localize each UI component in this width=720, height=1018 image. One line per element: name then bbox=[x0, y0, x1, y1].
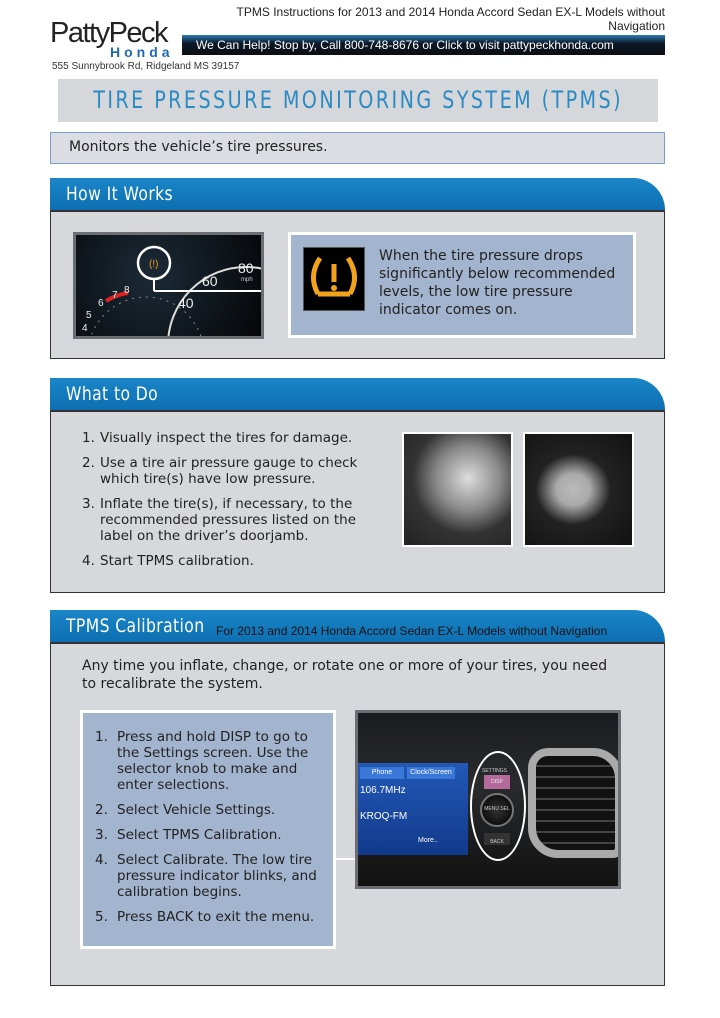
section-header-calibration: TPMS Calibration For 2013 and 2014 Honda … bbox=[50, 610, 665, 642]
step-item: 4. Select Calibrate. The low tire pressur… bbox=[95, 852, 323, 900]
section-subtitle: For 2013 and 2014 Honda Accord Sedan EX-… bbox=[216, 624, 608, 638]
step-number: 2. bbox=[82, 455, 95, 471]
screen-station: KROQ-FM bbox=[360, 811, 408, 822]
step-text: Select TPMS Calibration. bbox=[117, 827, 282, 843]
gauge-label: 80 bbox=[238, 260, 254, 276]
step-number: 3. bbox=[82, 496, 95, 512]
step-number: 2. bbox=[95, 802, 108, 818]
contact-banner-link[interactable]: We Can Help! Stop by, Call 800-748-8676 … bbox=[182, 35, 665, 55]
svg-text:(!): (!) bbox=[149, 259, 158, 270]
step-number: 5. bbox=[95, 909, 108, 925]
disp-button: DISP bbox=[484, 775, 510, 789]
audio-panel-photo: Phone Clock/Screen 106.7MHz KROQ-FM More… bbox=[355, 710, 621, 889]
step-item: 2. Use a tire air pressure gauge to check… bbox=[82, 455, 372, 487]
gauge-label: 40 bbox=[178, 295, 194, 311]
step-text: Press BACK to exit the menu. bbox=[117, 909, 315, 925]
step-number: 3. bbox=[95, 827, 108, 843]
calibration-intro: Any time you inflate, change, or rotate … bbox=[82, 658, 608, 692]
gauge-label: 4 bbox=[82, 323, 88, 334]
step-item: 2. Select Vehicle Settings. bbox=[95, 802, 323, 818]
info-text: When the tire pressure drops significant… bbox=[379, 248, 616, 318]
step-number: 4. bbox=[82, 553, 95, 569]
tire-gauge-photo bbox=[402, 432, 513, 547]
document-title: TPMS Instructions for 2013 and 2014 Hond… bbox=[236, 5, 665, 33]
step-number: 1. bbox=[82, 430, 95, 446]
step-item: 4. Start TPMS calibration. bbox=[82, 553, 372, 569]
doorjamb-label-photo bbox=[523, 432, 634, 547]
step-item: 1. Visually inspect the tires for damage. bbox=[82, 430, 372, 446]
step-text: Select Calibrate. The low tire pressure … bbox=[117, 852, 317, 900]
page-title: TIRE PRESSURE MONITORING SYSTEM (TPMS) bbox=[58, 79, 658, 122]
gauge-label: 8 bbox=[124, 285, 130, 296]
step-text: Use a tire air pressure gauge to check w… bbox=[100, 455, 358, 487]
step-text: Visually inspect the tires for damage. bbox=[100, 430, 353, 446]
dashboard-gauge-image: (!) 80 60 40 8 7 6 5 4 mph bbox=[73, 232, 264, 339]
step-text: Select Vehicle Settings. bbox=[117, 802, 276, 818]
audio-screen: Phone Clock/Screen 106.7MHz KROQ-FM More… bbox=[358, 763, 468, 855]
info-box: When the tire pressure drops significant… bbox=[288, 232, 636, 338]
tpms-warning-icon bbox=[303, 247, 365, 311]
gauge-label: 7 bbox=[112, 290, 118, 301]
step-text: Press and hold DISP to go to the Setting… bbox=[117, 729, 309, 793]
step-item: 3. Inflate the tire(s), if necessary, to … bbox=[82, 496, 372, 544]
gauge-label: 6 bbox=[98, 298, 104, 309]
section-title: TPMS Calibration bbox=[66, 615, 205, 637]
air-vent bbox=[528, 748, 618, 858]
settings-label: SETTINGS bbox=[482, 768, 508, 774]
screen-tab-clock: Clock/Screen bbox=[407, 767, 455, 779]
gauge-label: 60 bbox=[202, 273, 218, 289]
logo-subtext: Honda bbox=[110, 44, 174, 60]
step-number: 1. bbox=[95, 729, 108, 745]
summary-box: Monitors the vehicle’s tire pressures. bbox=[50, 132, 665, 164]
section-title: What to Do bbox=[66, 383, 159, 405]
section-header-what-to-do: What to Do bbox=[50, 378, 665, 410]
step-item: 5. Press BACK to exit the menu. bbox=[95, 909, 323, 925]
step-item: 1. Press and hold DISP to go to the Setti… bbox=[95, 729, 323, 793]
gauge-unit: mph bbox=[241, 277, 253, 283]
logo-text: PattyPeck bbox=[50, 17, 169, 49]
dealer-address: 555 Sunnybrook Rd, Ridgeland MS 39157 bbox=[52, 61, 240, 72]
page-title-text: TIRE PRESSURE MONITORING SYSTEM (TPMS) bbox=[93, 86, 623, 114]
section-header-how-it-works: How It Works bbox=[50, 178, 665, 210]
calibration-steps-box: 1. Press and hold DISP to go to the Setti… bbox=[80, 710, 336, 949]
step-number: 4. bbox=[95, 852, 108, 868]
gauge-graphic: (!) bbox=[90, 245, 261, 336]
screen-frequency: 106.7MHz bbox=[360, 785, 406, 796]
step-text: Inflate the tire(s), if necessary, to th… bbox=[100, 496, 357, 544]
back-button: BACK bbox=[484, 833, 510, 845]
step-item: 3. Select TPMS Calibration. bbox=[95, 827, 323, 843]
gauge-label: 5 bbox=[86, 310, 92, 321]
screen-more: More.. bbox=[418, 837, 438, 844]
screen-tab-phone: Phone bbox=[360, 767, 404, 779]
step-text: Start TPMS calibration. bbox=[100, 553, 254, 569]
control-highlight-ellipse bbox=[470, 751, 526, 861]
calibration-steps: 1. Press and hold DISP to go to the Setti… bbox=[83, 713, 333, 925]
section-title: How It Works bbox=[66, 183, 174, 205]
selector-knob: MENU SEL bbox=[480, 793, 514, 827]
what-to-do-steps: 1. Visually inspect the tires for damage.… bbox=[82, 430, 372, 578]
